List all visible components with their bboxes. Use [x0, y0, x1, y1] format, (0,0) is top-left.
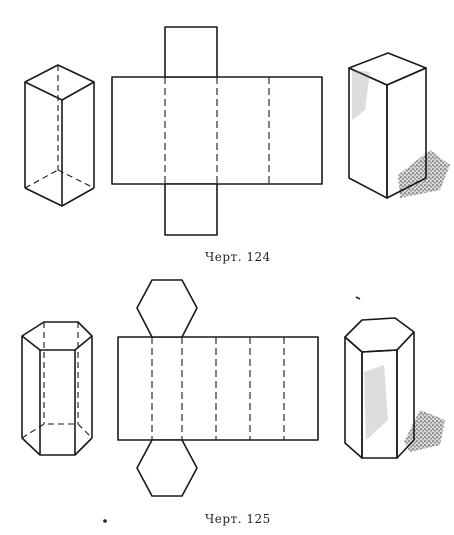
ink-mark — [355, 296, 361, 300]
ink-speck — [103, 519, 107, 523]
fig125-prism-net — [117, 279, 319, 497]
figure-124-caption: Черт. 124 — [205, 250, 271, 264]
shadow-patch-2 — [404, 410, 445, 452]
figure-125-caption: Черт. 125 — [205, 512, 271, 526]
fig125-shaded-prism — [344, 317, 445, 459]
fig124-prism-net — [111, 26, 323, 236]
shadow-patch — [398, 150, 450, 198]
fig125-wireframe-prism — [21, 321, 93, 456]
fig124-wireframe-prism — [24, 64, 95, 207]
fig124-shaded-prism — [348, 52, 450, 199]
